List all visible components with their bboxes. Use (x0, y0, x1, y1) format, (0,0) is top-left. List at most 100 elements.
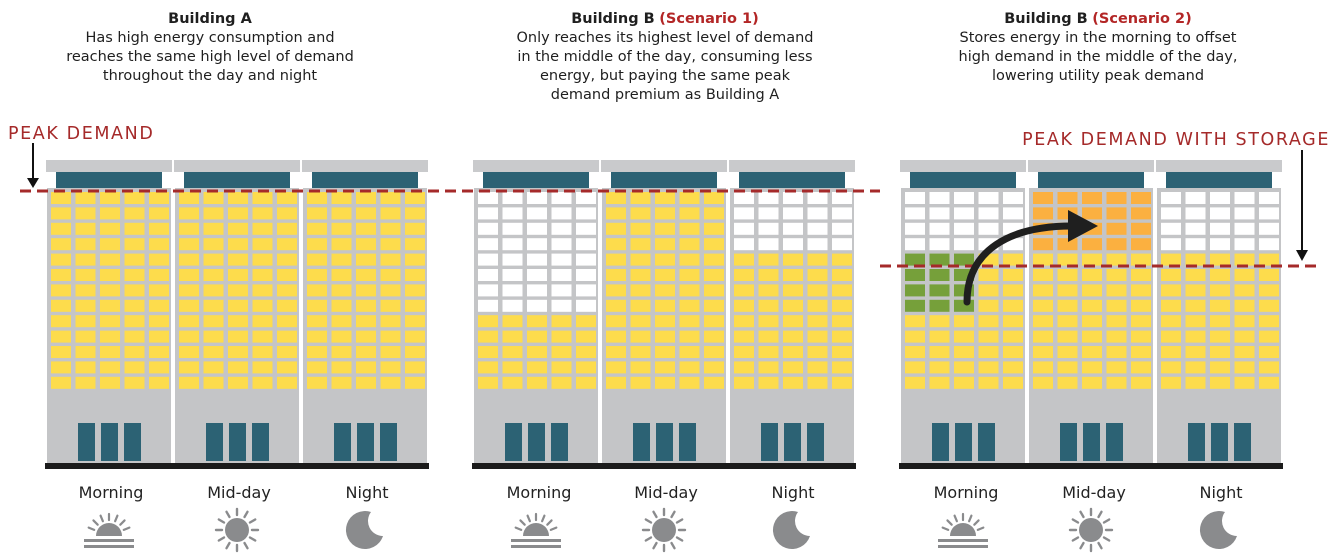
window (405, 376, 425, 389)
sunrise-ray (514, 526, 523, 531)
window (576, 207, 596, 220)
window (331, 376, 352, 389)
window (832, 284, 852, 297)
window (1185, 361, 1206, 374)
window (1003, 361, 1023, 374)
window (679, 269, 700, 281)
panel-desc-line: demand premium as Building A (550, 87, 780, 103)
window (783, 315, 803, 328)
window (478, 361, 498, 374)
peak-demand-arrowhead (27, 178, 39, 188)
window (655, 346, 675, 358)
window (100, 284, 120, 297)
window (380, 361, 401, 374)
window (1033, 361, 1053, 374)
window (1082, 361, 1102, 374)
panel-desc-line: lowering utility peak demand (991, 68, 1205, 84)
window (228, 222, 248, 235)
roof-strip (473, 160, 599, 172)
window (307, 361, 327, 374)
window (807, 299, 828, 312)
window (576, 361, 596, 374)
window (307, 192, 327, 204)
window (783, 330, 803, 343)
window (978, 222, 999, 235)
window (1259, 269, 1279, 281)
sunrise-ray (953, 514, 958, 523)
window (1161, 361, 1181, 374)
window (179, 284, 199, 297)
window (758, 376, 779, 389)
window (380, 269, 401, 281)
window (1033, 346, 1053, 358)
window (502, 253, 523, 266)
window (228, 238, 248, 251)
horizon-line (84, 539, 134, 542)
sunrise-disc (523, 523, 549, 536)
window (1003, 269, 1023, 281)
window (630, 346, 651, 358)
window (679, 253, 700, 266)
window (1234, 361, 1255, 374)
window (405, 330, 425, 343)
window (551, 376, 572, 389)
door (978, 423, 995, 461)
building-mid-day (1027, 160, 1155, 469)
window (1131, 238, 1151, 251)
window (124, 376, 145, 389)
window (783, 269, 803, 281)
window (606, 330, 626, 343)
sun-ray (644, 518, 653, 524)
window (228, 207, 248, 220)
window (929, 207, 950, 220)
window (758, 192, 779, 204)
window (655, 192, 675, 204)
window (100, 253, 120, 266)
window (978, 299, 999, 312)
window (307, 207, 327, 220)
sunrise-icon (938, 512, 988, 548)
window (551, 284, 572, 297)
window (1131, 299, 1151, 312)
window (179, 376, 199, 389)
sun-ray (1071, 536, 1080, 542)
sunrise-ray (546, 519, 553, 526)
window (527, 207, 547, 220)
building-night (728, 160, 856, 469)
ground-line (173, 463, 301, 469)
window (1082, 207, 1102, 220)
window (1131, 315, 1151, 328)
window (51, 222, 71, 235)
window (783, 238, 803, 251)
window (704, 361, 724, 374)
window (478, 376, 498, 389)
window (704, 284, 724, 297)
building-morning (45, 160, 173, 469)
window (527, 192, 547, 204)
window (277, 222, 297, 235)
window (331, 207, 352, 220)
window (606, 207, 626, 220)
window (1131, 207, 1151, 220)
window (630, 330, 651, 343)
window (179, 192, 199, 204)
window (704, 222, 724, 235)
moon-shape (772, 511, 810, 550)
window (1210, 284, 1230, 297)
window (1185, 207, 1206, 220)
window (954, 192, 974, 204)
window (1210, 222, 1230, 235)
window (307, 222, 327, 235)
window (380, 299, 401, 312)
window (1106, 299, 1127, 312)
window (704, 299, 724, 312)
window (630, 269, 651, 281)
sunrise-icon (511, 512, 561, 548)
window (929, 361, 950, 374)
window (331, 253, 352, 266)
window (478, 238, 498, 251)
horizon-line (511, 545, 561, 548)
window (551, 253, 572, 266)
panel-heading-building-b-scenario-2: Building B (Scenario 2) Stores energy in… (918, 10, 1278, 86)
door (101, 423, 118, 461)
